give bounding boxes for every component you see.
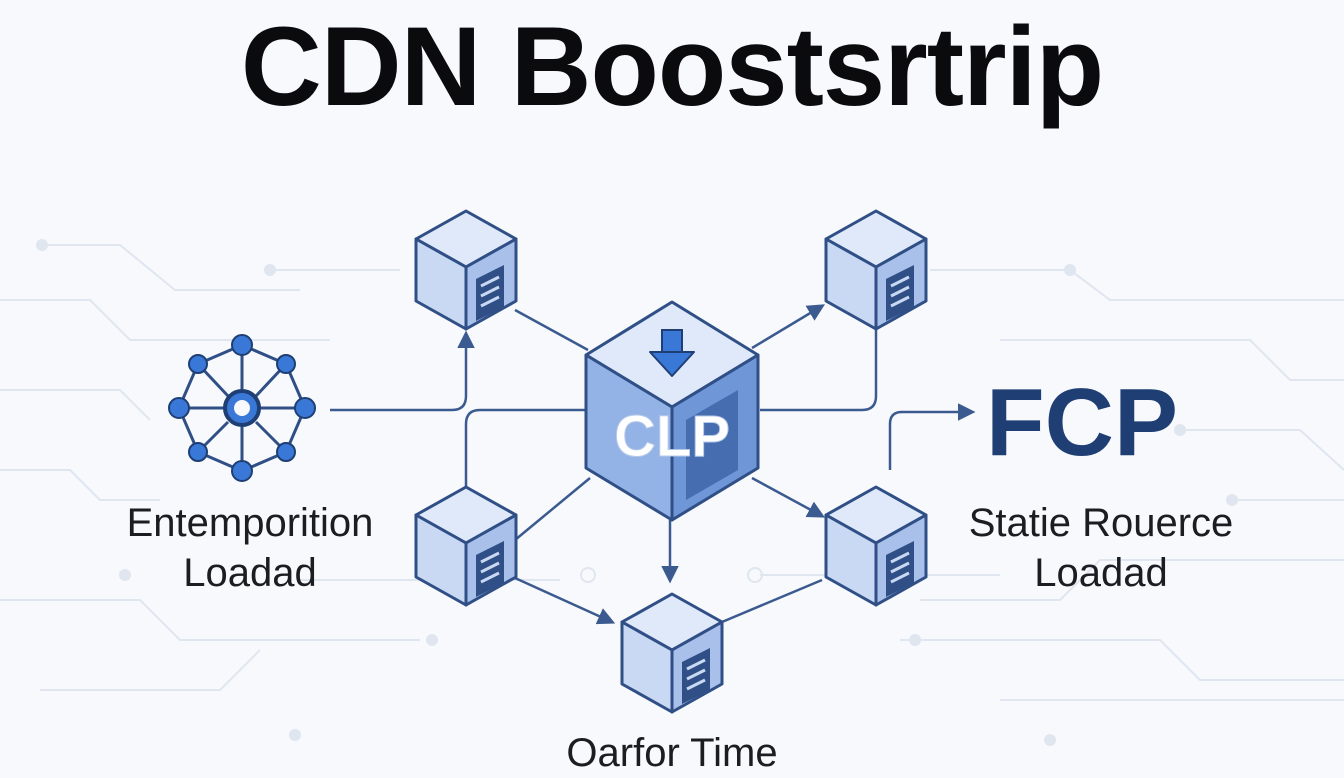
- cube-server-icon-bottom-left: [414, 485, 518, 607]
- network-hub-icon: [168, 334, 316, 482]
- line-center-to-bottom-left: [464, 408, 590, 488]
- arrow-to-fcp: [888, 403, 976, 470]
- arrow-center-to-bottom-right: [751, 476, 826, 518]
- center-node-label: CLP: [614, 404, 730, 469]
- down-arrow-icon: [649, 329, 695, 377]
- left-node-label-line1: Entemporition: [126, 501, 374, 545]
- line-top-left-to-center: [514, 308, 589, 352]
- fcp-heading: FCP: [986, 369, 1178, 476]
- left-node-label: Entemporition Loadad: [100, 498, 400, 598]
- cdn-diagram: CLP: [168, 209, 976, 714]
- left-node-label-line2: Loadad: [183, 551, 317, 595]
- page-title: CDN Boostsrtrip: [240, 4, 1104, 129]
- center-cube-icon: CLP: [584, 300, 760, 522]
- right-node-label: Statie Rouerce Loadad: [946, 498, 1256, 598]
- arrow-bottom-left-to-bottom: [514, 576, 616, 625]
- right-node-label-line1: Statie Rouerce: [968, 501, 1234, 545]
- arrow-hub-to-top-left: [330, 330, 475, 412]
- right-node-label-line2: Loadad: [1034, 551, 1168, 595]
- connector-lines: [330, 304, 976, 625]
- arrow-center-to-top-right: [751, 304, 826, 350]
- cube-server-icon-top-right: [824, 209, 928, 331]
- line-bottom-left-to-center: [514, 477, 591, 541]
- cube-server-icon-bottom: [620, 592, 724, 714]
- line-center-to-top-right: [760, 330, 878, 412]
- cube-server-icon-bottom-right: [824, 485, 928, 607]
- background-circuit-lines: [0, 239, 1344, 746]
- bottom-node-label: Oarfor Time: [566, 731, 778, 775]
- line-bottom-right-to-bottom: [721, 578, 823, 624]
- cube-server-icon-top-left: [414, 209, 518, 331]
